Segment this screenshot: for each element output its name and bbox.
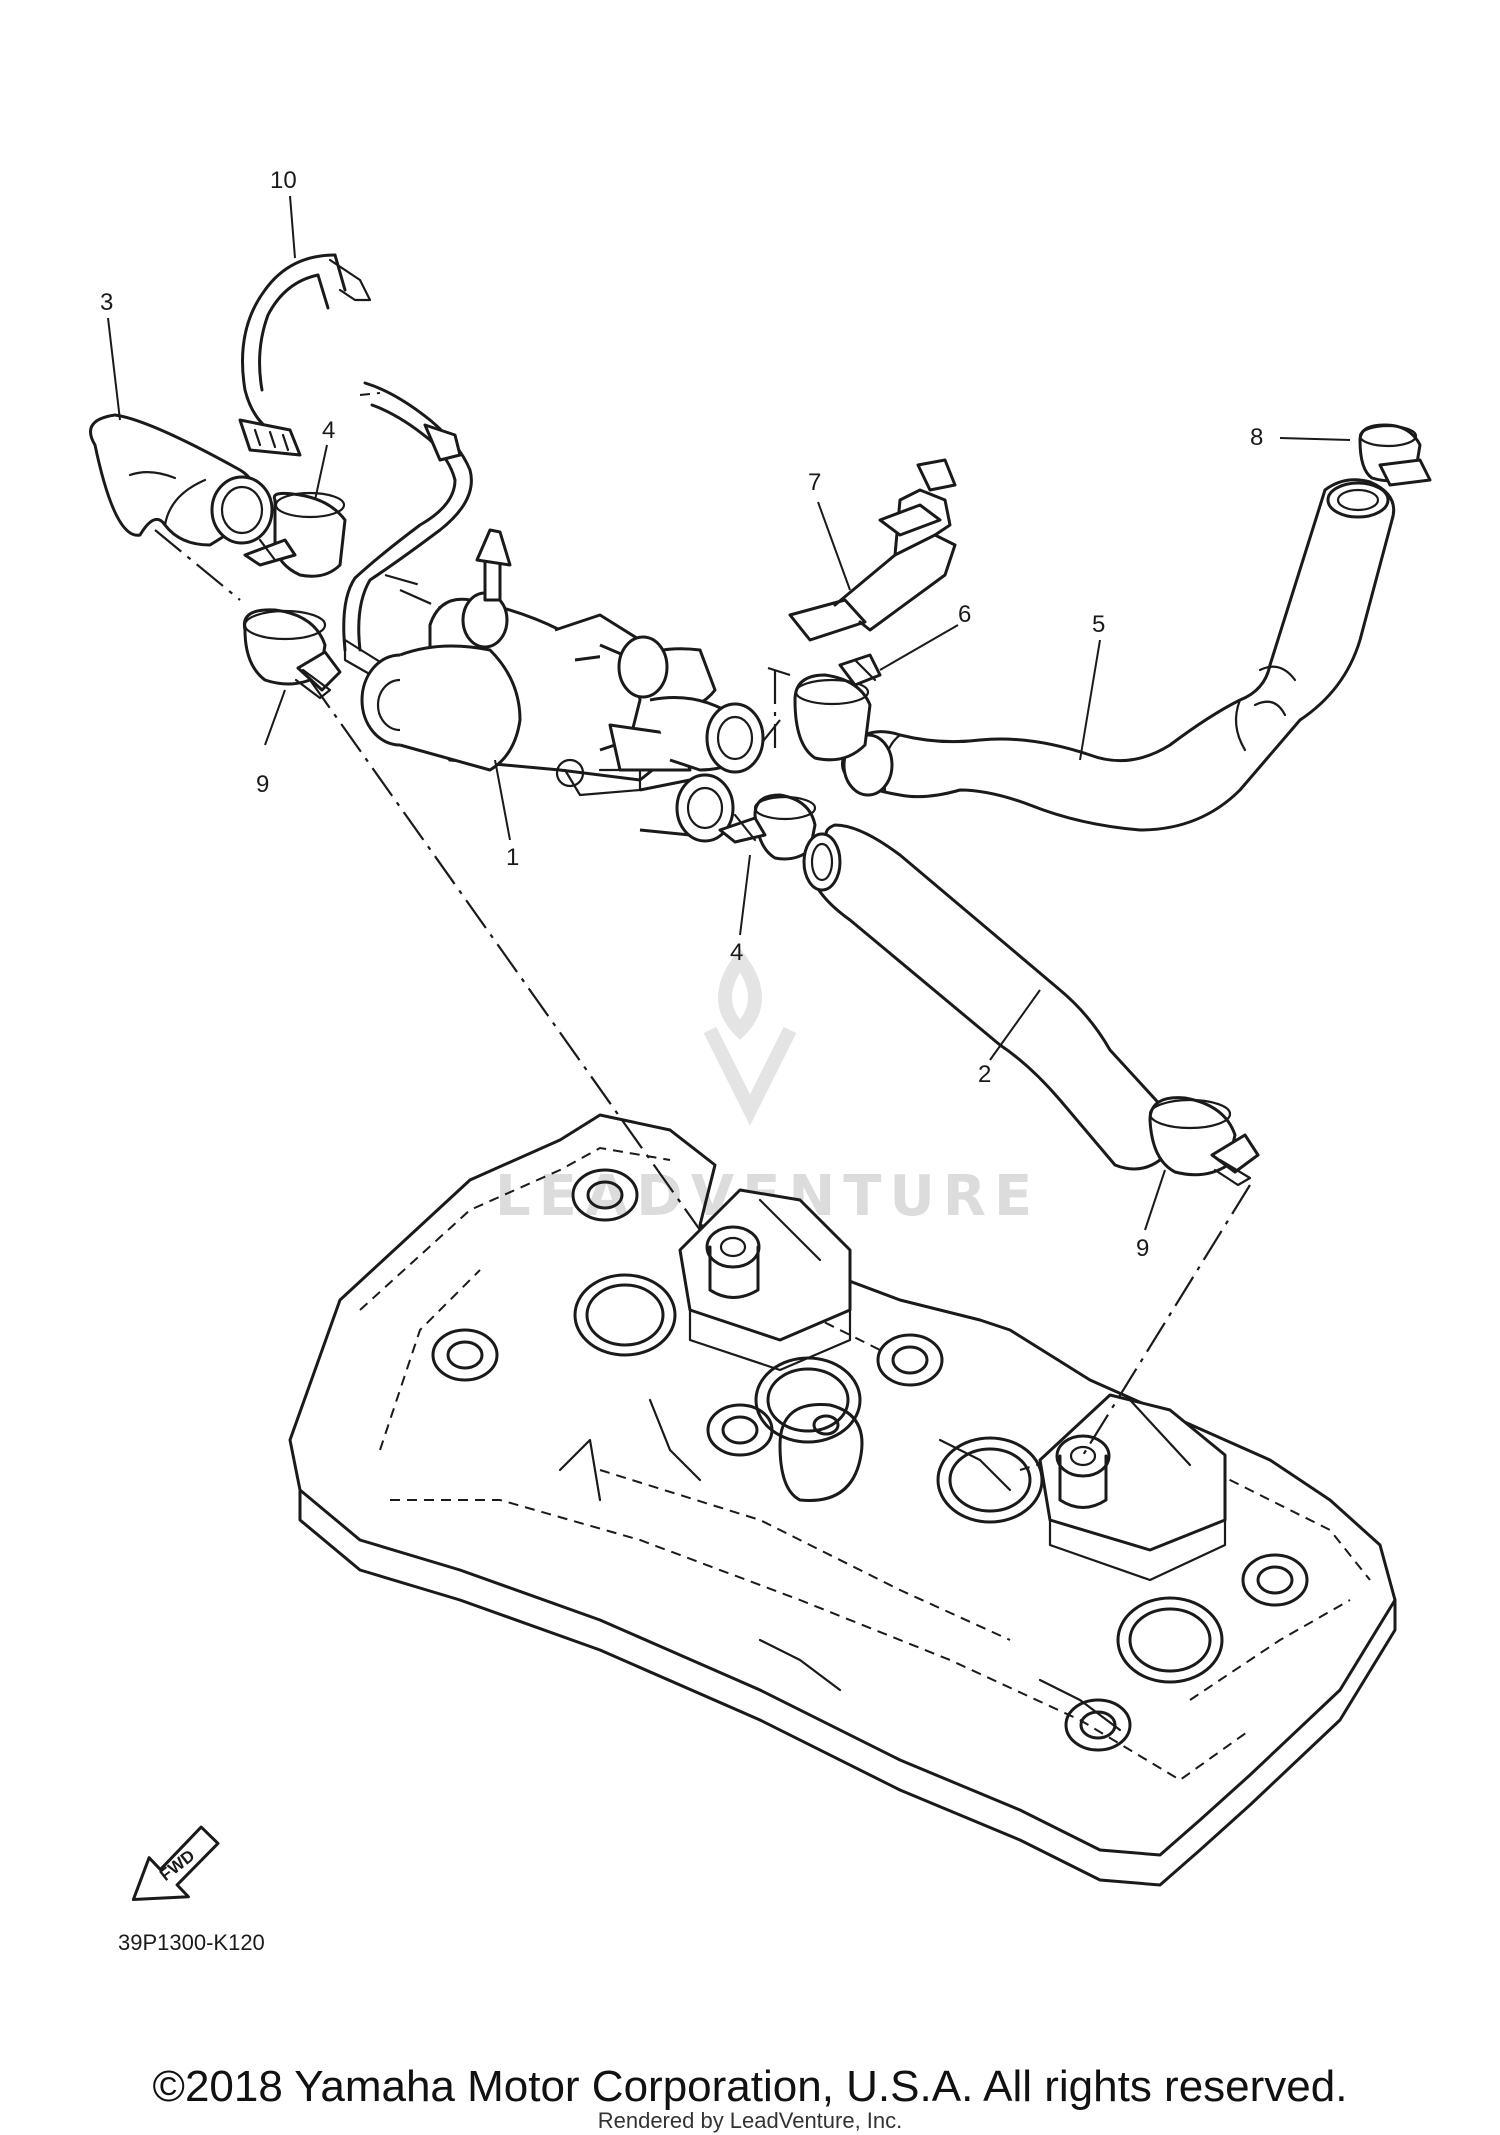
part-4-clamp-upper [243, 491, 347, 578]
callout-4-upper: 4 [322, 417, 335, 444]
bolt-boss [1064, 1698, 1132, 1752]
part-code: 39P1300-K120 [118, 1930, 265, 1955]
callout-2: 2 [978, 1061, 991, 1088]
part-9-clamp-left [242, 608, 342, 700]
part-6-clamp [793, 653, 882, 762]
bolt-boss [431, 1328, 499, 1382]
part-10-clamp-band [238, 253, 372, 457]
part-7-bracket [788, 458, 957, 642]
part-5-hose [841, 478, 1396, 832]
cylinder-head-cover [288, 1113, 1397, 1887]
callout-leaders [107, 195, 1351, 1231]
bolt-boss [571, 1168, 639, 1222]
part-9-clamp-right [1148, 1096, 1260, 1187]
copyright-notice: ©2018 Yamaha Motor Corporation, U.S.A. A… [152, 2062, 1348, 2111]
plug-hole [936, 1436, 1044, 1524]
reed-valve-cover-right [1038, 1393, 1227, 1582]
callout-3: 3 [100, 289, 113, 316]
callout-9-left: 9 [256, 771, 269, 798]
callout-4-lower: 4 [730, 939, 743, 966]
plug-hole [573, 1273, 677, 1357]
wiring-harness [342, 381, 473, 682]
callout-10: 10 [270, 167, 297, 194]
callout-7: 7 [808, 469, 821, 496]
part-8-clamp [1358, 423, 1432, 487]
reed-valve-cover-left [678, 1188, 852, 1372]
part-1-air-cutoff-valve [360, 528, 765, 843]
callout-8: 8 [1250, 424, 1263, 451]
oval-plate [778, 1403, 864, 1502]
bolt-boss [1241, 1553, 1309, 1607]
part-3-elbow-hose [89, 413, 274, 547]
callout-6: 6 [958, 601, 971, 628]
callout-9-right: 9 [1136, 1235, 1149, 1262]
callout-5: 5 [1092, 611, 1105, 638]
bolt-boss [706, 1403, 774, 1457]
fwd-arrow-icon: FWD [131, 1825, 220, 1902]
callouts: 10 3 4 8 7 6 5 9 1 4 2 9 [100, 167, 1263, 1262]
callout-1: 1 [506, 844, 519, 871]
part-2-hose [802, 823, 1173, 1171]
rendered-by-notice: Rendered by LeadVenture, Inc. [597, 2108, 903, 2133]
assembly-lines [154, 529, 1251, 1461]
plug-hole [1116, 1596, 1224, 1684]
bolt-boss [876, 1333, 944, 1387]
